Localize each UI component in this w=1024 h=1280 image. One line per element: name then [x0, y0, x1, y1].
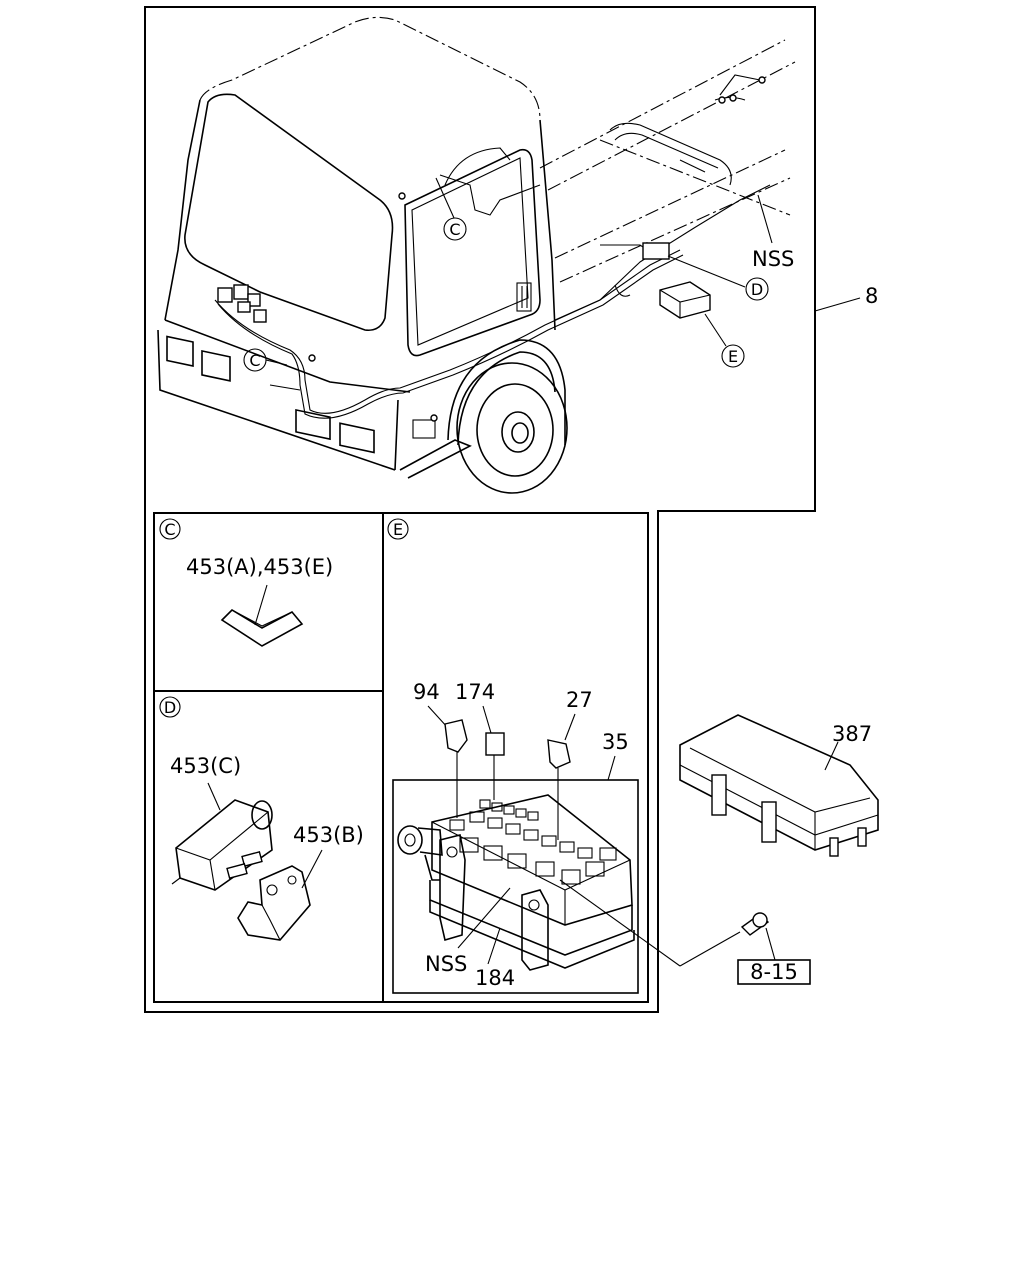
callout-d-label: D [751, 280, 763, 299]
nss-detail-label: NSS [425, 952, 467, 976]
fuse-box-cover-387 [679, 714, 879, 857]
callout-c-lower-label: C [249, 351, 260, 370]
panel-d-part-b: 453(B) [293, 823, 364, 847]
panel-c-title: C [164, 520, 175, 539]
panel-c-part-label: 453(A),453(E) [186, 555, 333, 579]
fuse-block-35 [397, 794, 635, 971]
panel-e: E 94 174 27 35 NSS 184 [387, 518, 639, 994]
callout-e: E [721, 344, 745, 368]
fuse-27 [547, 739, 571, 840]
panel-c: C 453(A),453(E) [159, 518, 333, 647]
junction-block-d [642, 242, 670, 260]
relay-94 [444, 719, 468, 818]
bracket-453b [237, 865, 311, 941]
fuse-slots [449, 799, 617, 885]
part-27-label: 27 [566, 688, 593, 712]
assembly-8-label: 8 [865, 284, 878, 308]
part-174-label: 174 [455, 680, 495, 704]
bolt-8-15 [559, 879, 811, 985]
part-184-label: 184 [475, 966, 515, 990]
harness-clip [220, 608, 304, 647]
main-view: C C D E NSS 8 [144, 6, 878, 1013]
panel-e-title: E [393, 520, 403, 539]
mounting-studs [226, 850, 263, 880]
nss-main-label: NSS [752, 247, 794, 271]
part-387-label: 387 [832, 722, 872, 746]
relay-174 [485, 732, 505, 800]
fuse-box-e [659, 281, 711, 319]
detail-panels [153, 512, 649, 1003]
panel-d-part-c: 453(C) [170, 754, 241, 778]
part-94-label: 94 [413, 680, 440, 704]
panel-d: D 453(C) 453(B) [159, 696, 364, 941]
panel-d-title: D [164, 698, 176, 717]
main-leaders [265, 177, 861, 366]
part-35-label: 35 [602, 730, 629, 754]
detail-panels-frame [153, 512, 649, 1003]
main-view-frame [144, 6, 816, 1013]
callout-c-upper-label: C [449, 220, 460, 239]
callout-d: D [745, 277, 769, 301]
callout-c-lower: C [243, 348, 267, 372]
bolt-ref-box [737, 959, 811, 985]
bolt-ref-label: 8-15 [750, 960, 798, 984]
relay-holder-453c [171, 799, 273, 891]
wiring-harness [214, 74, 771, 422]
callout-c-upper: C [443, 217, 467, 241]
front-wheel [447, 339, 568, 494]
callout-e-label: E [728, 347, 738, 366]
truck-cab [157, 16, 556, 479]
chassis-frame [539, 39, 796, 283]
fuse-block-35-frame [392, 779, 639, 994]
